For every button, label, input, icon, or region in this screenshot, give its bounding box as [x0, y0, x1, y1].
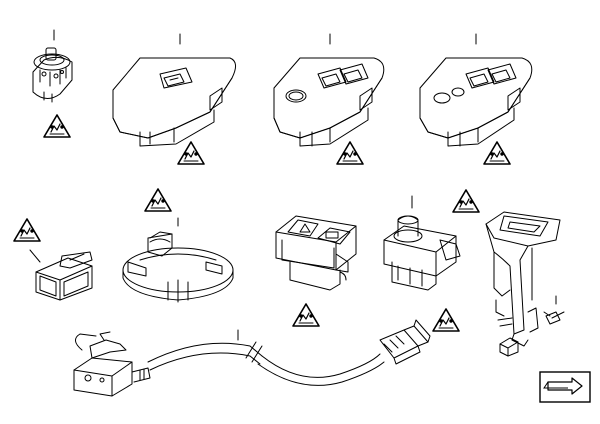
esd-warning-icon	[452, 189, 480, 213]
esd-warning-icon	[13, 218, 41, 242]
esd-warning-icon	[432, 308, 460, 332]
hazard-warning-switch	[276, 216, 356, 290]
esd-warning-icon	[144, 188, 172, 212]
single-window-switch-panel	[113, 34, 236, 146]
ignition-lock-switch	[33, 30, 72, 102]
screw	[544, 296, 564, 324]
esd-warning-icon	[43, 114, 71, 138]
esd-warning-icon	[483, 141, 511, 165]
arrow-icon	[539, 371, 591, 403]
esd-warning-icon	[292, 303, 320, 327]
esd-warning-icon	[336, 141, 364, 165]
double-window-switch-panel-with-two-buttons	[420, 34, 532, 146]
double-window-switch-panel-with-button	[274, 34, 384, 146]
round-mounting-bracket	[123, 218, 233, 302]
clip	[500, 338, 518, 356]
micro-switch-with-cable	[74, 320, 430, 396]
joystick-mirror-switch	[384, 196, 460, 290]
esd-warning-icon	[177, 141, 205, 165]
small-rocker-switch	[30, 250, 92, 300]
switch-holder-bracket	[486, 212, 560, 346]
